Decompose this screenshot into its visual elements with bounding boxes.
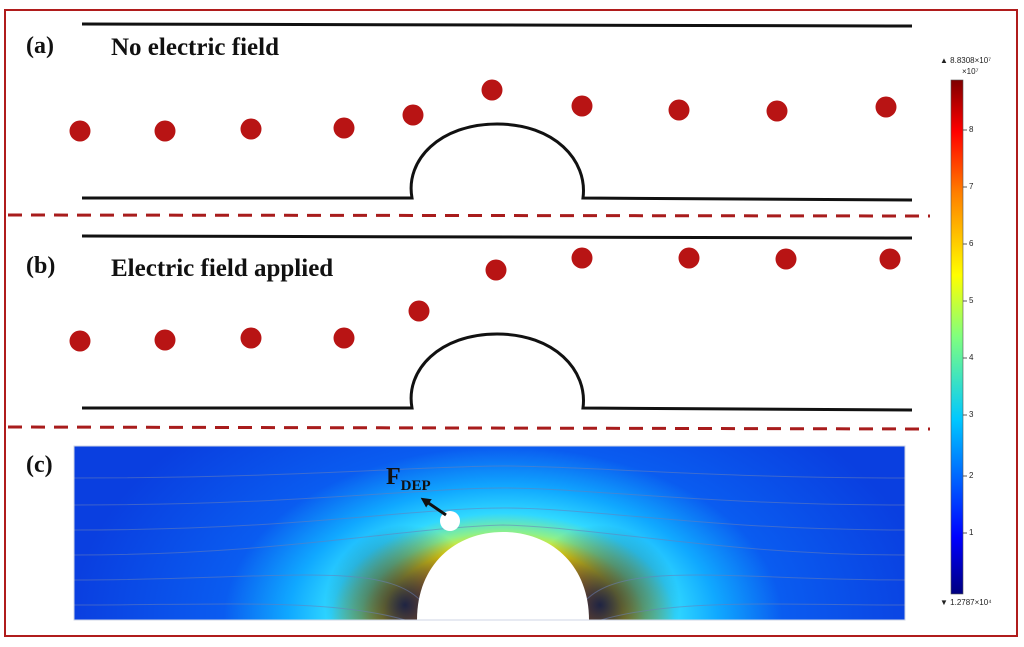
particle — [69, 330, 91, 352]
colorbar-tick-label: 1 — [969, 528, 974, 537]
colorbar-tick-label: 8 — [969, 125, 974, 134]
dep-force-subscript: DEP — [400, 478, 431, 494]
colorbar-tick-label: 4 — [969, 353, 974, 362]
particle — [333, 117, 355, 139]
colorbar-tick-label: 7 — [969, 182, 974, 191]
colorbar-tick-label: 3 — [969, 410, 974, 419]
panel-title-b: Electric field applied — [111, 255, 334, 282]
particle — [154, 120, 176, 142]
particle — [154, 329, 176, 351]
particle — [408, 300, 430, 322]
particle — [571, 247, 593, 269]
colorbar — [950, 79, 964, 595]
particle — [879, 248, 901, 270]
channel-b — [81, 234, 913, 412]
colorbar-unit-label: ×10⁷ — [962, 67, 979, 76]
particle — [678, 247, 700, 269]
particles-a — [69, 79, 897, 142]
divider-bc — [7, 425, 931, 431]
particle — [775, 248, 797, 270]
particle — [668, 99, 690, 121]
panel-title-a: No electric field — [111, 34, 279, 61]
particle — [481, 79, 503, 101]
outer-frame — [4, 9, 1018, 637]
dep-force-main: F — [386, 464, 401, 490]
particle — [875, 96, 897, 118]
colorbar-max-label: ▲ 8.8308×10⁷ — [940, 56, 992, 65]
particle — [571, 95, 593, 117]
field-map — [74, 446, 905, 620]
colorbar-tick-label: 5 — [969, 296, 974, 305]
obstacle — [417, 532, 589, 620]
particle — [69, 120, 91, 142]
particle — [240, 327, 262, 349]
panel-label-c: (c) — [26, 452, 53, 478]
particle — [766, 100, 788, 122]
colorbar-tick-label: 6 — [969, 239, 974, 248]
colorbar-tick-label: 2 — [969, 471, 974, 480]
divider-ab — [7, 213, 931, 218]
channel-a — [81, 22, 913, 202]
dep-force-arrow — [420, 497, 447, 517]
particle — [402, 104, 424, 126]
particles-b — [69, 247, 901, 352]
dep-force-label: FDEP — [386, 464, 431, 494]
particle — [333, 327, 355, 349]
colorbar-ticks — [963, 129, 967, 534]
colorbar-min-label: ▼ 1.2787×10⁴ — [940, 598, 992, 607]
particle — [485, 259, 507, 281]
panel-label-a: (a) — [26, 33, 54, 59]
particle — [240, 118, 262, 140]
panel-label-b: (b) — [26, 253, 56, 279]
